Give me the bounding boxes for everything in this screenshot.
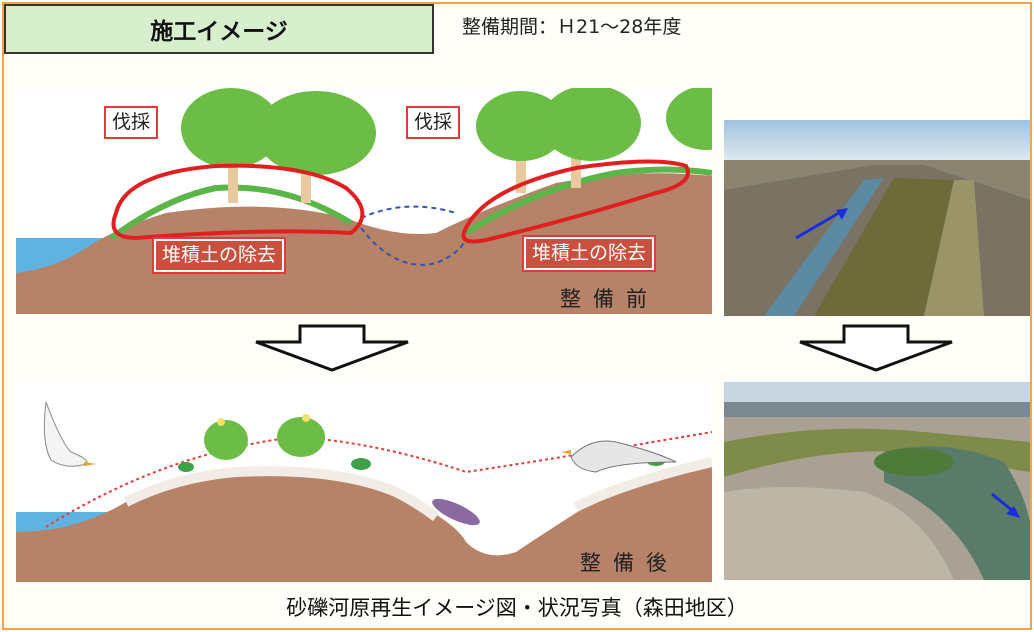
tree-icon xyxy=(476,91,566,193)
after-photo xyxy=(724,382,1030,580)
flow-arrow-icon xyxy=(991,492,1015,514)
after-diagram xyxy=(16,382,712,582)
tree-icon xyxy=(256,91,376,203)
bird-icon xyxy=(43,401,96,467)
tree-icon xyxy=(181,88,281,203)
terrain-after xyxy=(16,462,712,582)
plant-icon xyxy=(277,414,325,457)
cut-label-2: 伐採 xyxy=(406,106,461,139)
terrain-before xyxy=(16,173,712,314)
construction-period: 整備期間：Ｈ21～28年度 xyxy=(462,16,682,38)
fish-icon xyxy=(432,498,480,526)
removal-outline-2 xyxy=(461,159,690,244)
tree-icon xyxy=(666,88,712,150)
removal-outline-1 xyxy=(111,163,365,241)
bird-icon xyxy=(561,440,677,473)
down-arrow-icon xyxy=(255,324,409,372)
figure-caption: 砂礫河原再生イメージ図・状況写真（森田地区） xyxy=(286,596,748,620)
plant-icon xyxy=(178,462,194,472)
stage-label-after: 整備後 xyxy=(580,551,679,575)
before-photo xyxy=(724,120,1030,316)
cut-label-1: 伐採 xyxy=(104,106,159,139)
plant-icon xyxy=(351,458,371,470)
removal-label-2: 堆積土の除去 xyxy=(521,235,657,272)
down-arrow-icon xyxy=(799,324,953,372)
stage-label-before: 整備前 xyxy=(560,287,659,311)
removal-label-1: 堆積土の除去 xyxy=(151,237,287,274)
page-title: 施工イメージ xyxy=(4,4,434,54)
flow-arrow-icon xyxy=(795,208,845,240)
plant-icon xyxy=(204,418,248,460)
